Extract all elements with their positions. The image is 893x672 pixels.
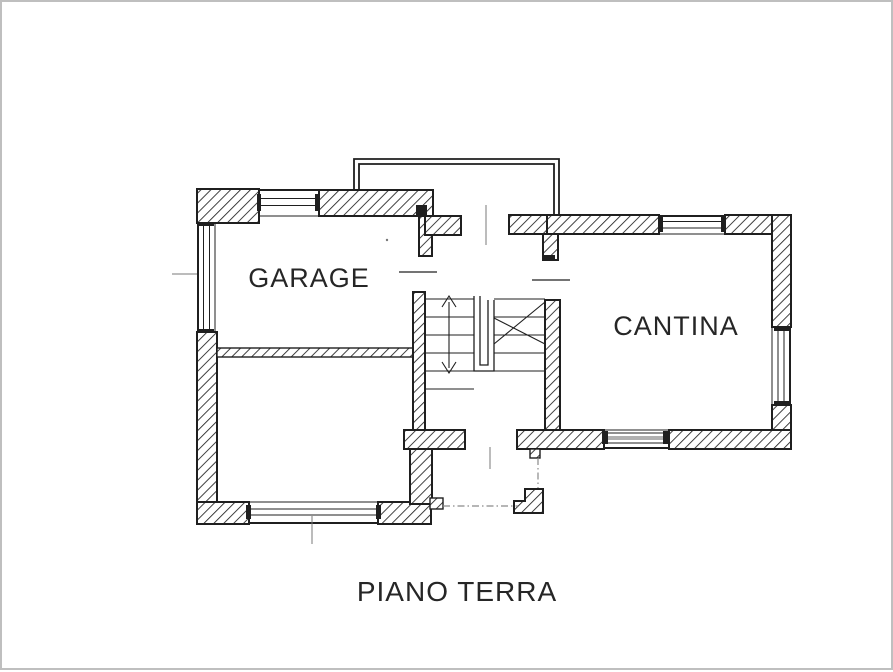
stair-flight-diagonals [493,301,546,345]
wall-entry-jamb-horiz [424,215,462,236]
stair-treads-right [494,298,545,372]
room-label-cantina: CANTINA [613,311,739,341]
plan-title: PIANO TERRA [357,576,557,607]
wall-corner-top-left [196,188,260,224]
opening-marks [399,205,570,469]
wall-t-left-stem [409,448,433,505]
wall-cantina-top-left [546,214,660,235]
wall-end-stub [416,205,427,215]
wall-corner-bottom-right [377,501,432,525]
entry-walls [508,214,605,514]
wall-garage-top [318,189,434,217]
wall-t-left-bar [403,429,466,450]
wall-stub-left [429,497,444,510]
room-label-garage: GARAGE [248,263,370,293]
wall-garage-divider [216,347,416,358]
wall-step-corner [513,488,544,514]
wall-cantina-right-upper [771,214,792,328]
cantina-walls [546,214,792,450]
window-garage-left [172,222,216,333]
wall-cantina-bottom [668,429,792,450]
labels: GARAGE CANTINA PIANO TERRA [248,263,739,607]
cantina-windows [602,217,789,444]
window-cantina-top [659,217,725,235]
lower-room-walls [196,291,466,525]
wall-stub-mid [529,448,541,459]
wall-entry-t-bar [508,214,550,235]
staircase [425,294,546,390]
wall-stair-right [544,299,561,432]
ink-speck [385,238,389,242]
stair-divider [473,296,495,372]
wall-t-mid-bar [516,429,605,450]
wall-left-lower [196,331,218,525]
garage-windows [172,194,319,333]
entry-canopy [353,158,560,214]
door-mark [543,255,555,260]
window-cantina-right [771,327,789,405]
window-cantina-bottom [602,429,669,444]
window-garage-top [257,194,319,217]
stair-direction-arrow [441,294,457,375]
window-lower-room [246,505,381,544]
wall-stair-left [412,291,426,432]
threshold-dashes [443,458,539,507]
wall-corner-bottom-left [196,501,250,525]
